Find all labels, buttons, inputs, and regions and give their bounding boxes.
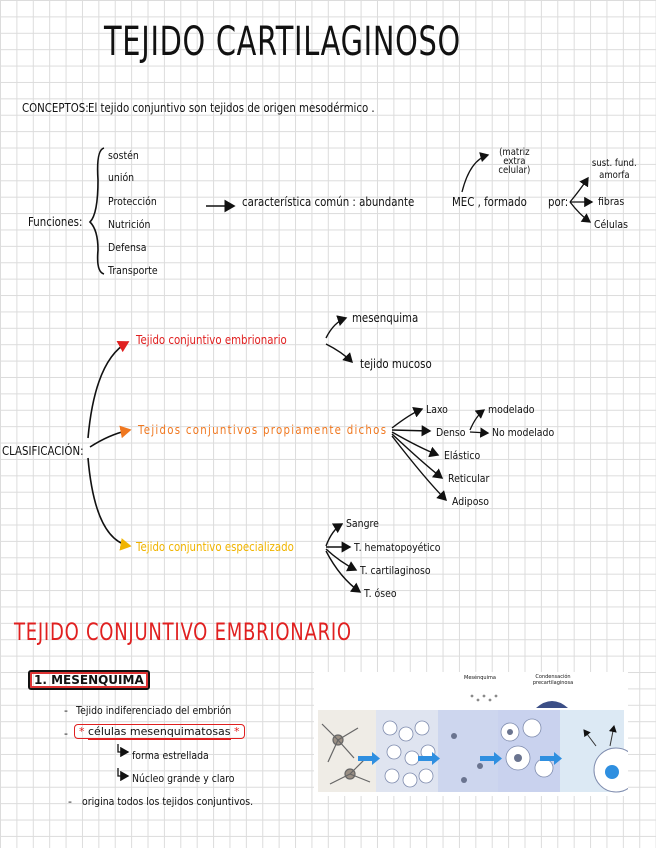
especializado-label: Tejido conjuntivo especializado — [136, 541, 294, 553]
especializado-item: Sangre — [346, 518, 379, 529]
embrionario-item: tejido mucoso — [360, 358, 432, 370]
clasificacion-label: CLASIFICACIÓN: — [2, 445, 84, 457]
denso-item: No modelado — [492, 427, 554, 438]
propiamente-item: Laxo — [426, 404, 448, 415]
propiamente-label: Tejidos conjuntivos propiamente dichos — [138, 424, 387, 436]
caracteristica-text: característica común : abundante — [242, 196, 414, 208]
star-icon: * — [79, 725, 85, 738]
especializado-item: T. hematopoyético — [354, 542, 441, 553]
funciones-item: Protección — [108, 196, 157, 207]
figure-label: Condensación precartilaginosa — [528, 674, 578, 686]
bullet-dash: - — [64, 705, 68, 716]
componente-item: sust. fund. amorfa — [588, 158, 641, 182]
denso-item: modelado — [488, 404, 535, 415]
bullet-dash: - — [68, 796, 72, 807]
funciones-label: Funciones: — [28, 216, 82, 228]
bullet-highlight: * células mesenquimatosas * — [74, 724, 245, 739]
componente-item: Células — [594, 219, 628, 230]
propiamente-item: Elástico — [444, 450, 480, 461]
funciones-item: unión — [108, 172, 134, 183]
figure-label: Mesénquima — [464, 676, 496, 681]
funciones-item: Defensa — [108, 242, 147, 253]
componente-item: fibras — [598, 196, 624, 207]
especializado-item: T. cartilaginoso — [360, 565, 431, 576]
bullet-text: Tejido indiferenciado del embrión — [76, 705, 231, 716]
bullet-subtext: Núcleo grande y claro — [132, 773, 235, 784]
bullet-text: células mesenquimatosas — [88, 725, 231, 740]
por-text: por: — [548, 196, 568, 208]
funciones-item: Nutrición — [108, 219, 150, 230]
mec-text: MEC , formado — [452, 196, 527, 208]
star-icon: * — [234, 725, 240, 738]
funciones-item: sostén — [108, 150, 139, 161]
funciones-item: Transporte — [108, 265, 158, 276]
bullet-dash: - — [64, 728, 68, 739]
bullet-subtext: forma estrellada — [132, 750, 209, 761]
propiamente-item: Denso — [436, 427, 465, 438]
propiamente-item: Reticular — [448, 473, 489, 484]
mesenquima-figure: Mesénquima Condensación precartilaginosa — [314, 672, 628, 796]
mec-note: (matriz extra celular) — [488, 148, 541, 175]
mesenquima-box-label: 1. MESENQUIMA — [28, 670, 150, 690]
especializado-item: T. óseo — [364, 588, 397, 599]
section-heading: TEJIDO CONJUNTIVO EMBRIONARIO — [14, 620, 352, 644]
embrionario-item: mesenquima — [352, 312, 418, 324]
bullet-text: origina todos los tejidos conjuntivos. — [82, 796, 253, 807]
propiamente-item: Adiposo — [452, 496, 489, 507]
embrionario-label: Tejido conjuntivo embrionario — [136, 334, 287, 346]
